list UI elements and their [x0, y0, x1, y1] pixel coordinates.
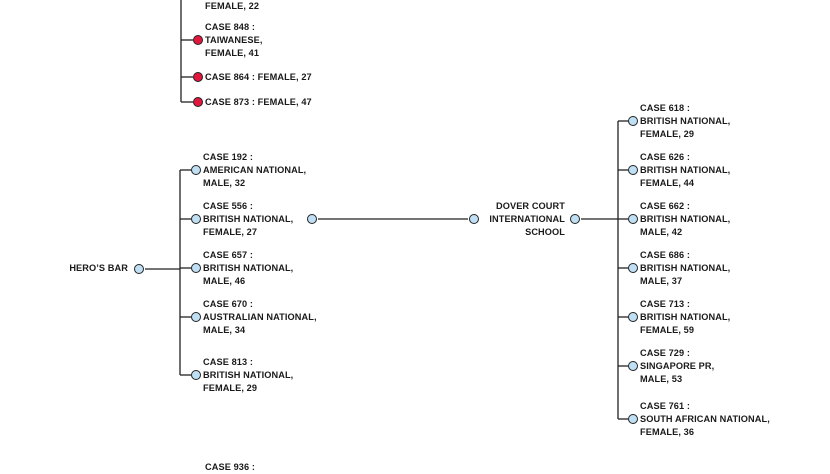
case-label: CASE 686 : BRITISH NATIONAL, MALE, 37: [640, 249, 730, 288]
dover-court-label: DOVER COURT INTERNATIONAL SCHOOL: [489, 200, 565, 239]
case-node-blue: [190, 369, 201, 380]
case-label-line: CASE 662 :: [640, 201, 691, 211]
case-node-blue: [627, 115, 638, 126]
link-node-left: [306, 213, 317, 224]
case-label-line: FEMALE, 22: [205, 1, 260, 11]
heros-bar-label: HERO’S BAR: [69, 263, 128, 273]
case-label-line: CASE 192 :: [203, 152, 254, 162]
case-label-line: CASE 713 :: [640, 299, 691, 309]
case-label-line: AUSTRALIAN NATIONAL,: [203, 312, 317, 322]
case-label-line: FEMALE, 36: [640, 427, 695, 437]
case-label-line: BRITISH NATIONAL,: [640, 263, 731, 273]
case-label: CASE 670 : AUSTRALIAN NATIONAL, MALE, 34: [203, 298, 317, 337]
case-label: CASE 729 : SINGAPORE PR, MALE, 53: [640, 347, 714, 386]
case-label-line: CASE 864 : FEMALE, 27: [205, 72, 312, 82]
case-label-line: CASE 729 :: [640, 348, 691, 358]
case-label: CASE 192 : AMERICAN NATIONAL, MALE, 32: [203, 151, 306, 190]
case-label: CASE 873 : FEMALE, 47: [205, 96, 312, 109]
case-node-blue: [627, 262, 638, 273]
case-label: FEMALE, 22: [205, 0, 259, 13]
heros-bar-node: [133, 263, 144, 274]
case-label-line: FEMALE, 29: [203, 383, 258, 393]
case-label-line: MALE, 37: [640, 276, 683, 286]
case-label-line: BRITISH NATIONAL,: [640, 165, 731, 175]
dover-court-node: [569, 213, 580, 224]
case-label-line: MALE, 42: [640, 227, 683, 237]
case-label-line: SOUTH AFRICAN NATIONAL,: [640, 414, 770, 424]
case-label-line: FEMALE, 41: [205, 48, 260, 58]
case-label: CASE 618 : BRITISH NATIONAL, FEMALE, 29: [640, 102, 730, 141]
case-label: CASE 556 : BRITISH NATIONAL, FEMALE, 27: [203, 200, 293, 239]
case-node-blue: [190, 213, 201, 224]
case-label-line: FEMALE, 44: [640, 178, 695, 188]
case-label-line: CASE 657 :: [203, 250, 254, 260]
case-label-line: FEMALE, 59: [640, 325, 695, 335]
case-label-line: BRITISH NATIONAL,: [203, 370, 294, 380]
case-label-line: CASE 686 :: [640, 250, 691, 260]
case-node-blue: [627, 164, 638, 175]
dover-court-label-line: DOVER COURT: [496, 201, 565, 211]
case-node-red: [192, 96, 203, 107]
case-node-blue: [190, 311, 201, 322]
link-node-right: [468, 213, 479, 224]
case-label-line: CASE 936 :: [205, 462, 256, 472]
case-label: CASE 713 : BRITISH NATIONAL, FEMALE, 59: [640, 298, 730, 337]
case-node-red: [192, 34, 203, 45]
case-label: CASE 626 : BRITISH NATIONAL, FEMALE, 44: [640, 151, 730, 190]
case-label: CASE 936 :: [205, 461, 255, 474]
case-node-blue: [190, 262, 201, 273]
case-label: CASE 662 : BRITISH NATIONAL, MALE, 42: [640, 200, 730, 239]
case-label-line: FEMALE, 29: [640, 129, 695, 139]
case-label: CASE 813 : BRITISH NATIONAL, FEMALE, 29: [203, 356, 293, 395]
case-label: CASE 657 : BRITISH NATIONAL, MALE, 46: [203, 249, 293, 288]
case-label-line: BRITISH NATIONAL,: [640, 214, 731, 224]
case-node-blue: [627, 213, 638, 224]
case-label-line: MALE, 32: [203, 178, 246, 188]
case-label-line: CASE 761 :: [640, 401, 691, 411]
case-label: CASE 848 : TAIWANESE, FEMALE, 41: [205, 21, 263, 60]
case-label-line: MALE, 34: [203, 325, 246, 335]
case-label-line: TAIWANESE,: [205, 35, 263, 45]
case-node-blue: [190, 164, 201, 175]
case-label-line: MALE, 53: [640, 374, 683, 384]
case-node-blue: [627, 360, 638, 371]
case-label: CASE 761 : SOUTH AFRICAN NATIONAL, FEMALE,…: [640, 400, 770, 439]
case-label-line: SINGAPORE PR,: [640, 361, 715, 371]
case-label-line: CASE 618 :: [640, 103, 691, 113]
dover-court-label-line: SCHOOL: [525, 227, 565, 237]
case-label-line: CASE 670 :: [203, 299, 254, 309]
case-label-line: BRITISH NATIONAL,: [640, 116, 731, 126]
case-label-line: BRITISH NATIONAL,: [203, 263, 294, 273]
dover-court-label-line: INTERNATIONAL: [489, 214, 565, 224]
case-label-line: CASE 873 : FEMALE, 47: [205, 97, 312, 107]
case-label-line: CASE 556 :: [203, 201, 254, 211]
case-label-line: BRITISH NATIONAL,: [640, 312, 731, 322]
case-label-line: CASE 813 :: [203, 357, 254, 367]
case-label-line: MALE, 46: [203, 276, 246, 286]
case-label-line: BRITISH NATIONAL,: [203, 214, 294, 224]
case-label-line: CASE 848 :: [205, 22, 256, 32]
case-node-blue: [627, 311, 638, 322]
case-label-line: AMERICAN NATIONAL,: [203, 165, 307, 175]
case-label: CASE 864 : FEMALE, 27: [205, 71, 312, 84]
case-label-line: CASE 626 :: [640, 152, 691, 162]
case-node-red: [192, 71, 203, 82]
case-node-blue: [627, 413, 638, 424]
case-label-line: FEMALE, 27: [203, 227, 258, 237]
